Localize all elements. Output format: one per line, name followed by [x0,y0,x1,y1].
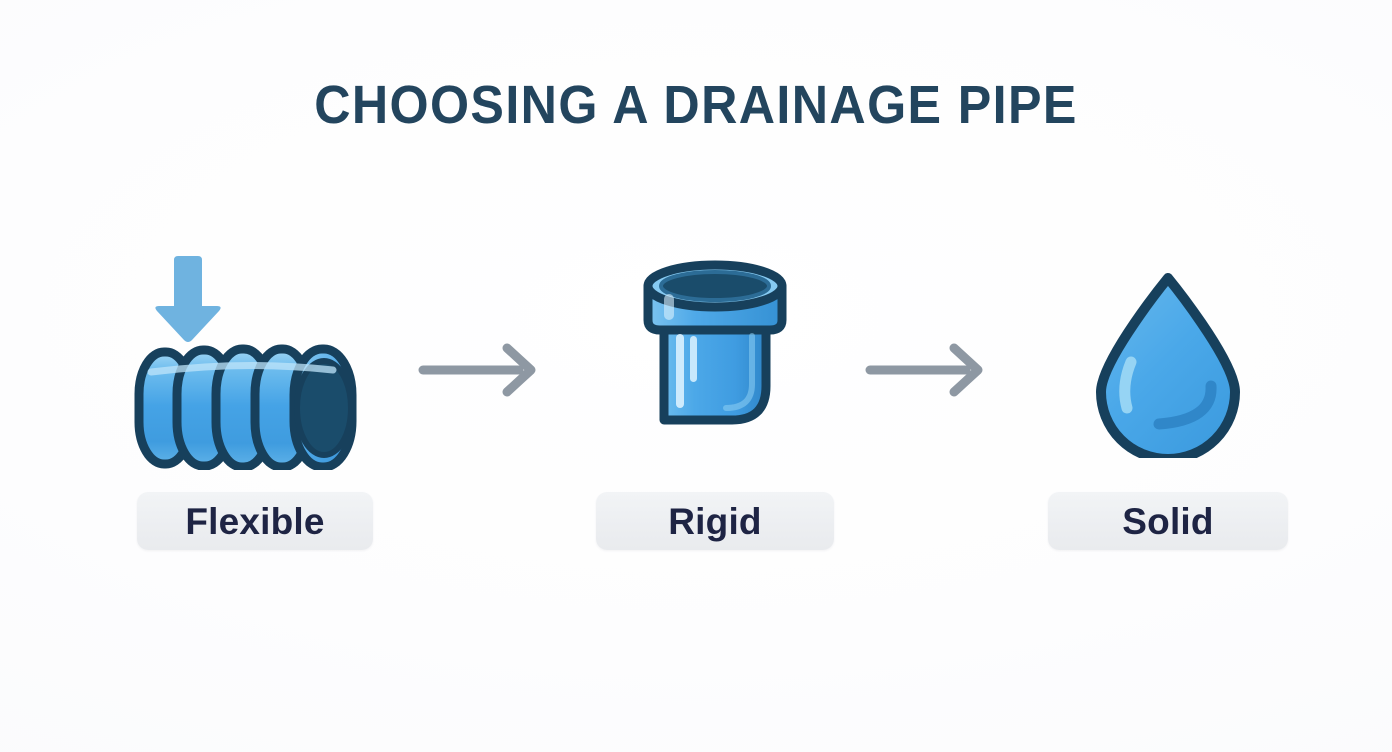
pipe-bore-opening [294,358,354,458]
step-label-flexible: Flexible [185,500,325,542]
step-label-solid: Solid [1122,500,1214,542]
step-solid: Solid [1018,240,1318,570]
label-pill-rigid: Rigid [596,492,834,550]
step-solid-icon-area [1018,240,1318,472]
page-title: CHOOSING A DRAINAGE PIPE [314,75,1078,135]
pipe-ring-group [134,344,357,470]
droplet-shadow [1153,380,1217,430]
corrugated-flexible-pipe-icon [134,256,357,470]
arrow-right-icon-1 [418,343,536,397]
step-flexible: Flexible [105,240,405,570]
pipe-inner-bore [659,270,771,302]
step-rigid: Rigid [565,240,865,570]
label-pill-solid: Solid [1048,492,1288,550]
rigid-pipe-fitting-icon [643,260,787,425]
step-flexible-icon-area [105,240,405,472]
label-pill-flexible: Flexible [137,492,373,550]
step-rigid-icon-area [565,240,865,472]
pipe-body [659,311,771,425]
arrow-down-icon [155,256,221,342]
droplet-body [1096,273,1240,458]
step-label-rigid: Rigid [668,500,762,542]
steps-row: Flexible [0,240,1392,570]
droplet-highlight [1119,356,1137,414]
water-droplet-icon [1096,273,1240,458]
arrow-right-icon-2 [865,343,983,397]
